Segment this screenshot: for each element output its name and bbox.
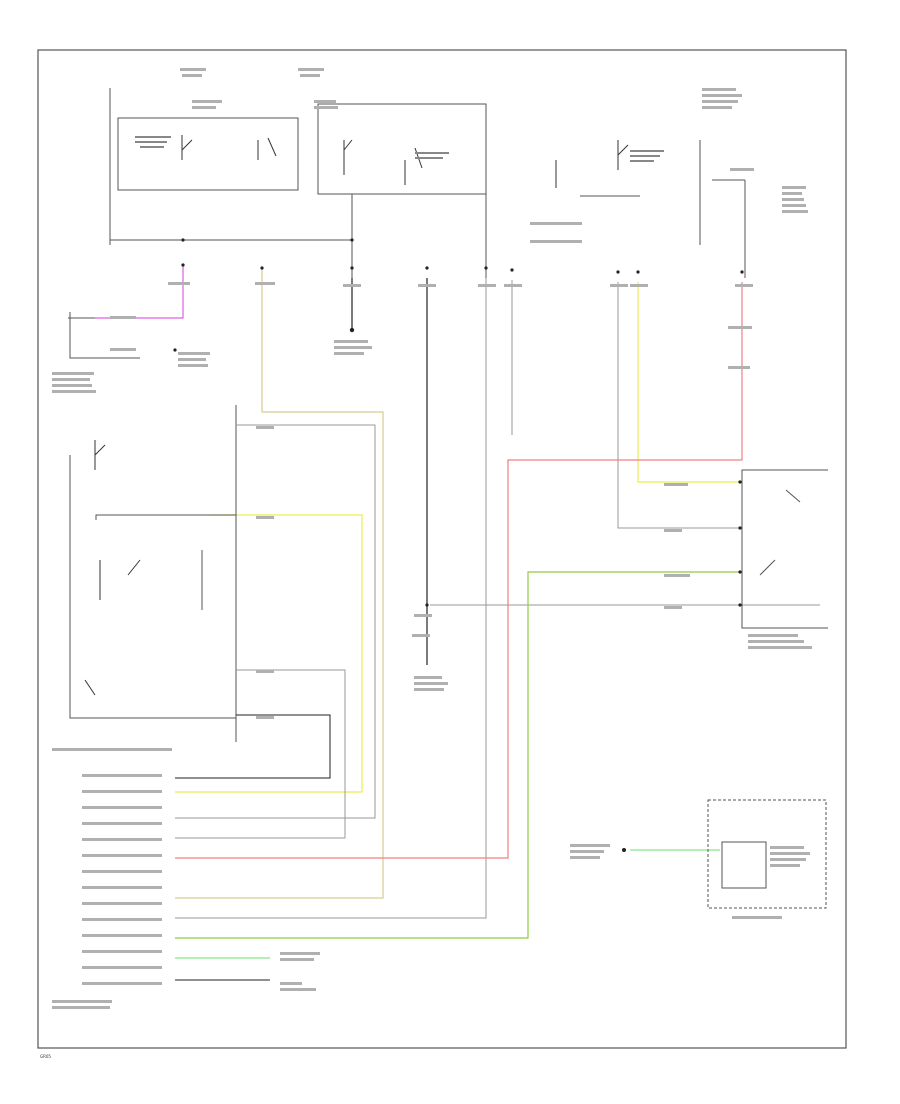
switch-contact-icon [181, 135, 629, 188]
connector-pin-icon [173, 238, 744, 852]
wire-black-vertical [351, 278, 428, 665]
corner-label: GR05 [40, 1054, 51, 1059]
wire-green [175, 571, 740, 939]
switch-contact-icon [84, 440, 141, 696]
wire-lightgreen [175, 849, 720, 959]
motor-module [741, 469, 828, 629]
wire-gray-vertical [175, 278, 820, 919]
instrument-cluster [707, 799, 827, 909]
switch-module [68, 312, 237, 742]
wire-black-module [175, 714, 331, 981]
wire-gray-module [175, 424, 376, 839]
relay-text-block [135, 136, 664, 162]
wire-tan [175, 268, 384, 899]
power-distribution-block [109, 88, 746, 278]
wire-pink [95, 265, 184, 319]
wire-red [175, 282, 743, 859]
label-blocks [52, 68, 812, 1009]
diagram-frame [37, 49, 847, 1049]
wire-yellow [175, 282, 740, 793]
